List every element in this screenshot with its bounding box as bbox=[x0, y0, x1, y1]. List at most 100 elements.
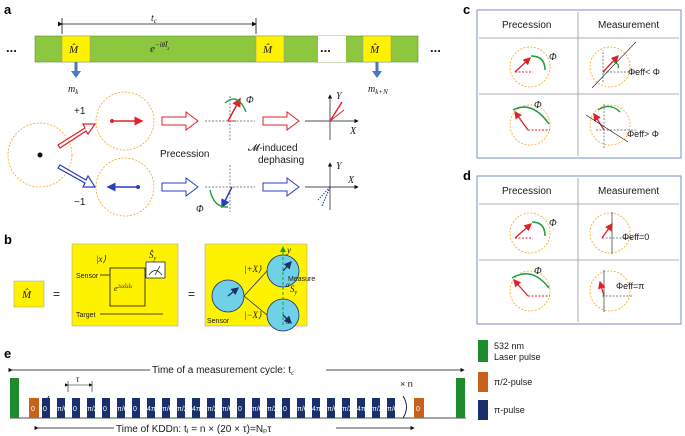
svg-text:0: 0 bbox=[43, 406, 47, 413]
legend: 532 nm Laser pulse π/2-pulse π-pulse bbox=[478, 340, 541, 420]
pi-pulse: π/6 bbox=[162, 398, 173, 418]
panel-d: d Precession Measurement Φ Φeff=0 Φ Φeff… bbox=[463, 168, 682, 325]
svg-text:π/2: π/2 bbox=[87, 406, 98, 413]
dephasing-label-1: 𝓜-induced bbox=[248, 143, 298, 154]
measure-label: Measure bbox=[288, 276, 315, 283]
kdd-label: Time of KDDn: tⱼ = n × (20 × τ)=Nₚτ bbox=[116, 424, 271, 435]
svg-text:0: 0 bbox=[238, 406, 242, 413]
pi-pulse: π/6 bbox=[297, 398, 308, 418]
legend-pi-half-swatch bbox=[478, 372, 488, 392]
svg-text:4π/6: 4π/6 bbox=[357, 406, 372, 413]
equals-1: = bbox=[53, 287, 60, 301]
panel-b: b M̂ = |x⟩ Ŝy Sensor Target e2iαŜzÎx = |… bbox=[4, 232, 315, 332]
pi-pulse: π/6 bbox=[117, 398, 128, 418]
legend-laser-swatch bbox=[478, 340, 488, 362]
svg-text:0: 0 bbox=[73, 406, 77, 413]
pi-pulse: 0 bbox=[282, 398, 290, 418]
panel-e: e Time of a measurement cycle: tc τ 0 0 … bbox=[4, 340, 541, 435]
pi-pulse: 4π/6 bbox=[312, 398, 327, 418]
x-axis-a2: X bbox=[347, 175, 355, 186]
pi-pulse: π/6 bbox=[222, 398, 233, 418]
measure-box-b bbox=[13, 280, 45, 308]
legend-pi-swatch bbox=[478, 400, 488, 420]
gate-label: e2iαŜzÎx bbox=[114, 284, 133, 293]
alpha-bot: α bbox=[286, 318, 290, 326]
pi-pulse: 4π/6 bbox=[357, 398, 372, 418]
cycle-label: Time of a measurement cycle: tc bbox=[152, 365, 295, 377]
svg-text:π/2: π/2 bbox=[207, 406, 218, 413]
measure-box-1-label: M̂ bbox=[68, 43, 79, 56]
minus-one-label: −1 bbox=[74, 197, 86, 208]
legend-laser-label-2: Laser pulse bbox=[494, 352, 541, 362]
sequence-bar bbox=[34, 35, 419, 63]
laser-pulse-right bbox=[456, 378, 465, 418]
gate-box bbox=[109, 267, 146, 307]
pi-half-pulse-right bbox=[414, 398, 424, 418]
y-axis-a2: Y bbox=[336, 161, 343, 172]
svg-text:π/2: π/2 bbox=[177, 406, 188, 413]
pi-pulse: π/2 bbox=[87, 398, 98, 418]
legend-pi-label: π-pulse bbox=[494, 405, 525, 415]
times-n-label: × n bbox=[400, 379, 413, 389]
target-label: Target bbox=[76, 312, 96, 319]
ket-plus-x: |+X⟩ bbox=[244, 264, 262, 274]
svg-text:π/6: π/6 bbox=[117, 406, 128, 413]
initial-state-circle bbox=[7, 122, 73, 188]
measure-box-2-label: M̂ bbox=[262, 43, 273, 56]
x-axis-a1: X bbox=[349, 126, 357, 137]
sensor-label: Sensor bbox=[76, 273, 99, 280]
pi-pulse: 0 bbox=[42, 398, 50, 418]
y-axis-b: y bbox=[286, 245, 291, 255]
c-col1: Precession bbox=[502, 20, 551, 31]
panel-a-label: a bbox=[4, 2, 12, 17]
evolution-operator: e−iθĪz bbox=[150, 41, 169, 55]
meter-icon bbox=[145, 261, 166, 279]
c-cond-greater: Φeff> Φ bbox=[627, 129, 659, 139]
legend-laser-label-1: 532 nm bbox=[494, 341, 524, 351]
m-k-label: mk bbox=[68, 84, 79, 96]
ellipsis-gap: ... bbox=[320, 40, 331, 55]
phi-label-a2: Φ bbox=[196, 204, 204, 215]
measure-s-label: Sy bbox=[290, 284, 298, 296]
pi-pulse: π/2 bbox=[342, 398, 353, 418]
measure-box-3-label: M̂ bbox=[369, 43, 380, 56]
dephasing-label-2: dephasing bbox=[258, 155, 304, 166]
pi-pulse: π/2 bbox=[177, 398, 188, 418]
svg-text:0: 0 bbox=[103, 406, 107, 413]
svg-text:0: 0 bbox=[31, 406, 35, 413]
pi-pulse: π/2 bbox=[372, 398, 383, 418]
panel-c: c Precession Measurement Φ Φeff< Φ Φ bbox=[463, 2, 682, 159]
measure-box-2 bbox=[255, 35, 285, 63]
d-phi-1: Φ bbox=[549, 218, 557, 229]
pi-pulse: 0 bbox=[72, 398, 80, 418]
svg-text:π/6: π/6 bbox=[297, 406, 308, 413]
pi-pulse: 0 bbox=[132, 398, 140, 418]
d-col1: Precession bbox=[502, 186, 551, 197]
pi-pulse: π/6 bbox=[57, 398, 68, 418]
svg-text:4π/6: 4π/6 bbox=[192, 406, 207, 413]
branch-up-arrow bbox=[57, 123, 97, 149]
sy-hat-label: Ŝy bbox=[149, 250, 157, 262]
ellipsis-left: ... bbox=[6, 40, 17, 55]
alpha-top: α bbox=[286, 281, 290, 289]
plus-state-circle bbox=[95, 91, 155, 151]
legend-pi-half-label: π/2-pulse bbox=[494, 377, 532, 387]
d-cond-zero: Φeff=0 bbox=[622, 232, 649, 242]
minus-state-circle bbox=[95, 157, 155, 217]
pi-pulse: 4π/6 bbox=[147, 398, 162, 418]
pi-pulse: π/2 bbox=[207, 398, 218, 418]
svg-text:π/2: π/2 bbox=[342, 406, 353, 413]
d-phi-2: Φ bbox=[534, 266, 542, 277]
panel-e-label: e bbox=[4, 346, 11, 361]
c-phi-1: Φ bbox=[549, 52, 557, 63]
d-cond-pi: Φeff=π bbox=[616, 281, 645, 291]
svg-text:π/6: π/6 bbox=[387, 406, 398, 413]
tau-label: τ bbox=[76, 374, 80, 384]
pi-pulse: 4π/6 bbox=[192, 398, 207, 418]
c-phi-2: Φ bbox=[534, 100, 542, 111]
m-kN-label: mk+N bbox=[368, 84, 388, 96]
c-cond-less: Φeff< Φ bbox=[628, 67, 660, 77]
panel-c-frame bbox=[476, 9, 682, 159]
plus-one-label: +1 bbox=[74, 106, 86, 117]
